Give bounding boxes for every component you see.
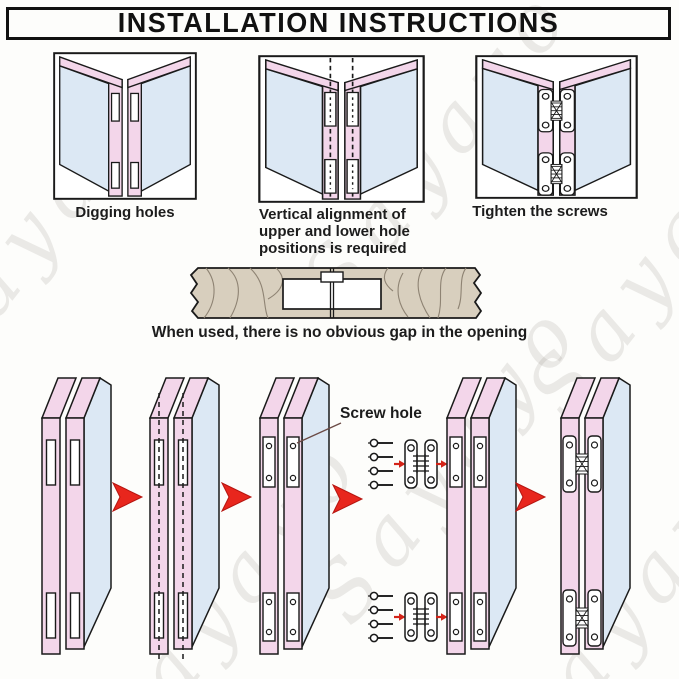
caption-digging-holes: Digging holes [75, 204, 175, 221]
panel-pair-plates [259, 377, 330, 655]
mortise-slots [110, 92, 140, 189]
screws-and-hinge-top [367, 438, 449, 490]
step-arrow [221, 482, 252, 512]
recessed-hinge-pocket [282, 278, 382, 310]
concealed-hinge [404, 592, 438, 642]
panel-pair-mortised [41, 377, 112, 655]
title-banner: INSTALLATION INSTRUCTIONS [6, 7, 671, 40]
step-arrow [515, 482, 546, 512]
open-doors-hinged-illustration [475, 55, 638, 199]
installed-hinge [562, 589, 602, 647]
installed-hinge [562, 435, 602, 493]
diagram-vertical-alignment [258, 55, 425, 203]
screws-and-hinge-bottom [367, 591, 449, 643]
step-arrow [332, 484, 363, 514]
step-arrow [112, 482, 143, 512]
screw-hole-label: Screw hole [340, 405, 422, 422]
hinge-knuckle [320, 271, 344, 283]
caption-no-gap: When used, there is no obvious gap in th… [151, 324, 528, 341]
insert-arrow [392, 459, 407, 469]
panel-pair-ready [446, 377, 517, 655]
diagram-tighten-screws [475, 55, 638, 199]
open-doors-alignment-illustration [258, 55, 425, 203]
insert-arrow [392, 612, 407, 622]
wood-cross-section-illustration [189, 267, 483, 319]
caption-vertical-alignment: Vertical alignment of upper and lower ho… [259, 206, 410, 257]
concealed-hinge-installed [537, 88, 576, 196]
open-doors-mortise-illustration [53, 52, 197, 200]
diagram-digging-holes [53, 52, 197, 200]
panel-pair-hinged [560, 377, 631, 655]
caption-tighten-screws: Tighten the screws [472, 203, 608, 220]
screw-hole-leader-line [296, 422, 342, 444]
wood-grain [203, 267, 467, 319]
panel-pair-aligned [149, 377, 220, 663]
page-title: INSTALLATION INSTRUCTIONS [117, 7, 560, 39]
door-panels-sequence-illustration [41, 377, 631, 663]
diagram-closed-gap [188, 265, 488, 321]
diagram-installation-sequence [0, 372, 679, 672]
concealed-hinge [404, 439, 438, 489]
hinge-plates-marked [324, 91, 359, 194]
